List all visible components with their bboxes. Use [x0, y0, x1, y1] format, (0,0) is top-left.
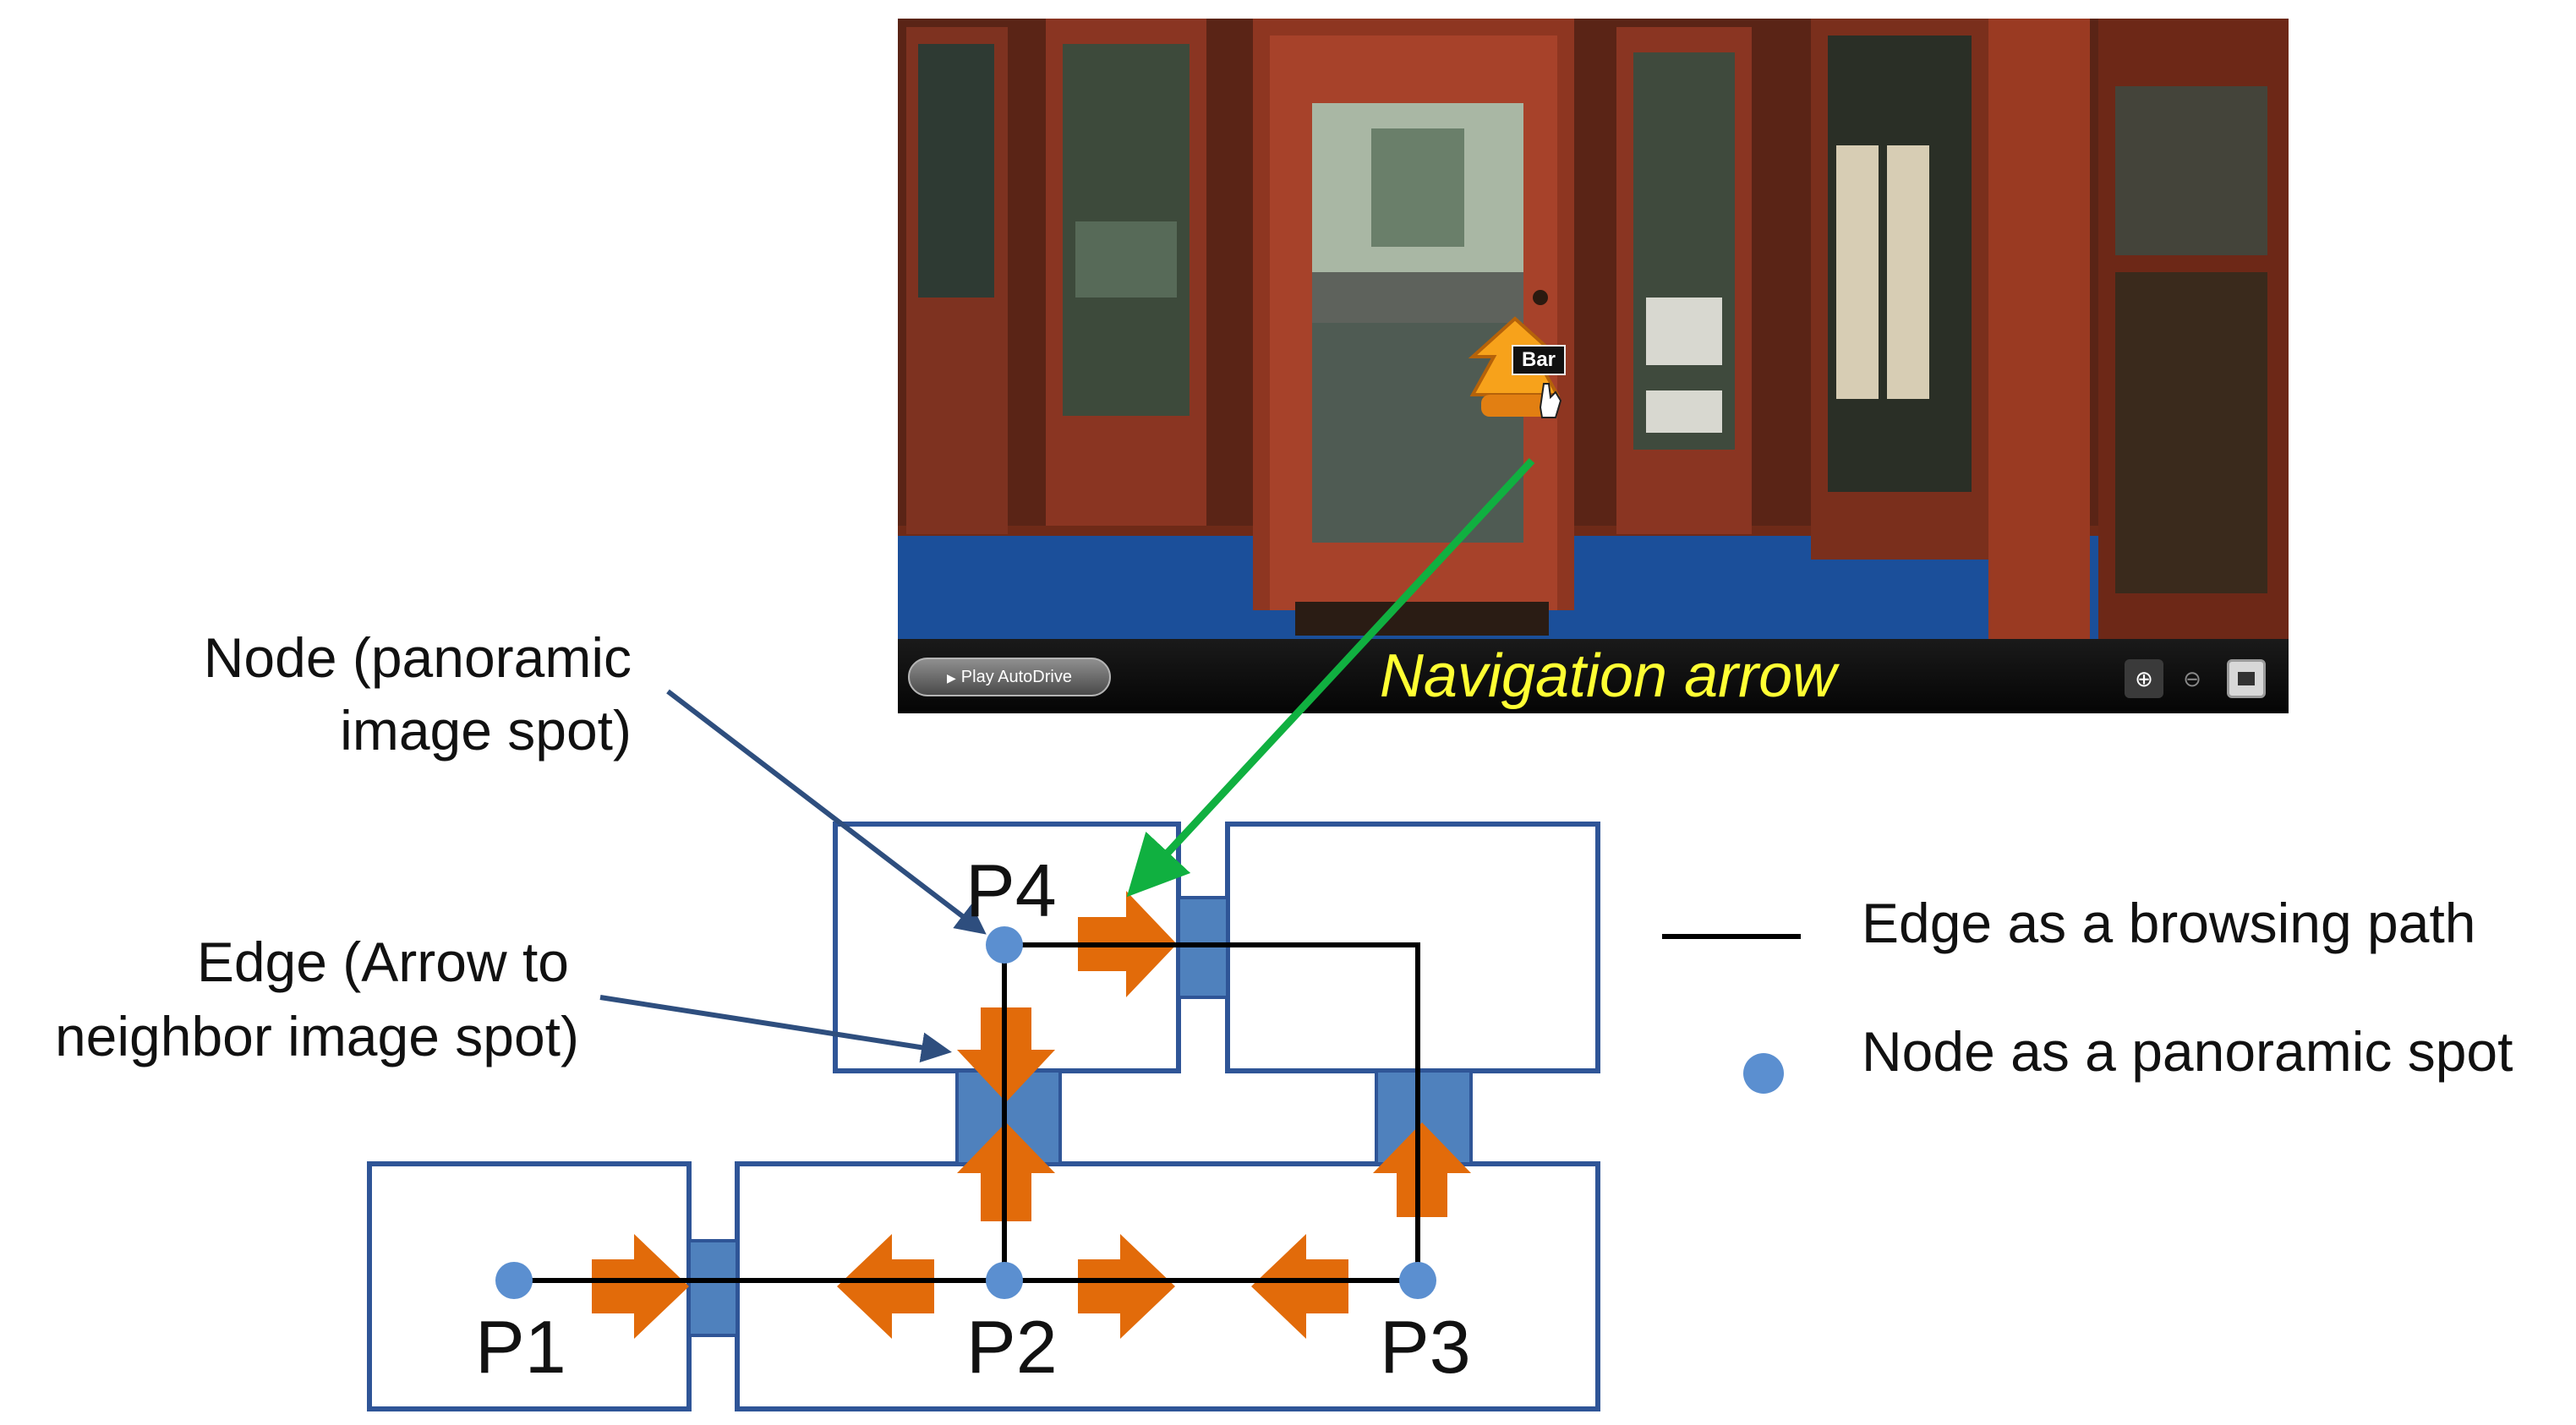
edge-arrow-left	[1251, 1234, 1348, 1339]
edge-leader-arrow	[599, 995, 952, 1063]
fullscreen-icon[interactable]	[2227, 659, 2266, 698]
edge-annotation-line2: neighbor image spot)	[54, 1005, 579, 1067]
play-autodrive-label: Play AutoDrive	[960, 668, 1072, 686]
label-p4: P4	[965, 849, 1057, 932]
navigation-tooltip: Bar	[1512, 345, 1566, 375]
node-leader-arrow	[666, 689, 987, 935]
edge-arrow-up	[1373, 1122, 1471, 1217]
label-p1: P1	[475, 1305, 566, 1389]
edge-annotation-line1: Edge (Arrow to	[196, 931, 569, 993]
play-autodrive-button[interactable]: ▶ Play AutoDrive	[908, 658, 1111, 696]
node-p2	[986, 1262, 1023, 1299]
navigation-arrow-caption: Navigation arrow	[1379, 642, 1837, 710]
legend-node-dot	[1743, 1053, 1784, 1094]
panorama-viewer[interactable]: Bar ▶ Play AutoDrive Navigation arrow ⊕ ⊖	[898, 19, 2289, 713]
node-p3	[1399, 1262, 1436, 1299]
node-annotation-line1: Node (panoramic	[203, 626, 632, 689]
door-connector	[687, 1239, 739, 1337]
panorama-image	[898, 19, 2289, 713]
navigation-pointer-arrow	[1126, 457, 1535, 898]
edge-arrow-left	[837, 1234, 934, 1339]
legend-node-label: Node as a panoramic spot	[1862, 1020, 2513, 1083]
label-p2: P2	[966, 1305, 1058, 1389]
viewer-toolbar	[898, 639, 2289, 713]
zoom-in-icon[interactable]: ⊕	[2125, 659, 2163, 698]
browsing-path	[1002, 942, 1420, 1280]
legend-edge-label: Edge as a browsing path	[1862, 892, 2476, 954]
label-p3: P3	[1380, 1305, 1471, 1389]
node-p4	[986, 926, 1023, 964]
edge-arrow-right	[592, 1234, 689, 1339]
zoom-out-icon[interactable]: ⊖	[2183, 666, 2201, 691]
play-icon: ▶	[947, 671, 956, 685]
node-annotation-line2: image spot)	[340, 699, 632, 762]
node-p1	[495, 1262, 533, 1299]
edge-arrow-right	[1078, 1234, 1175, 1339]
